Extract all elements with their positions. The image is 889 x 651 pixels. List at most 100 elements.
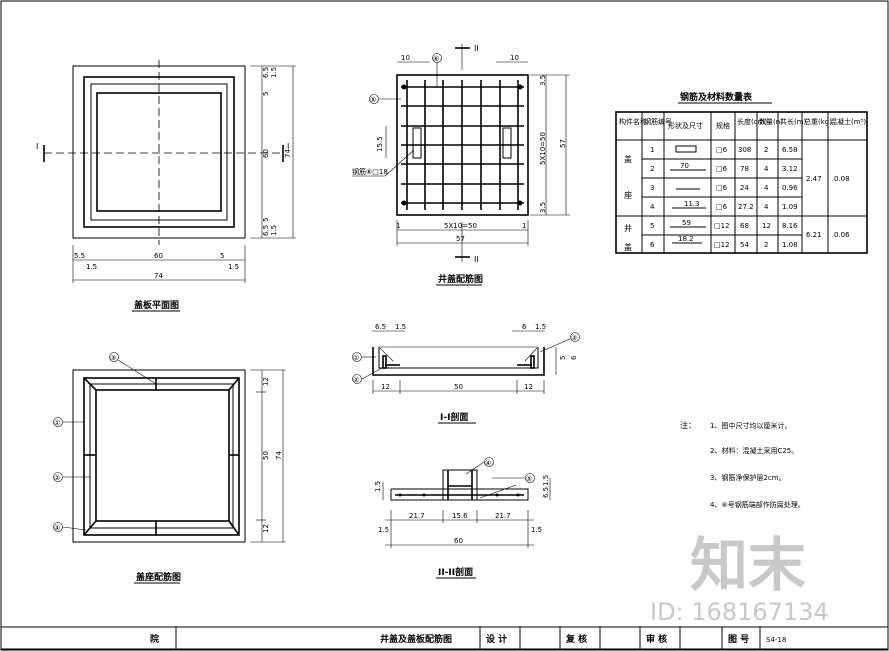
svg-text:1: 1 bbox=[396, 222, 400, 230]
svg-text:74: 74 bbox=[284, 149, 292, 158]
svg-text:数量(n): 数量(n) bbox=[759, 117, 783, 126]
svg-text:5X10=50: 5X10=50 bbox=[539, 132, 547, 165]
rebar-slab bbox=[396, 74, 529, 216]
svg-text:74: 74 bbox=[275, 451, 283, 460]
svg-text:6: 6 bbox=[650, 241, 655, 249]
svg-text:构件名称: 构件名称 bbox=[619, 117, 647, 126]
svg-text:1: 1 bbox=[650, 146, 654, 154]
sec2-title: II-II剖面 bbox=[438, 566, 473, 578]
table-row: 5 59 □12 68 12 8.16 bbox=[650, 219, 798, 230]
svg-text:钢筋编号: 钢筋编号 bbox=[644, 117, 672, 126]
svg-text:1.5: 1.5 bbox=[86, 263, 97, 271]
svg-text:308: 308 bbox=[738, 146, 751, 154]
rebar-title: 井盖配筋图 bbox=[438, 273, 483, 285]
svg-text:形状及尺寸: 形状及尺寸 bbox=[668, 121, 703, 130]
svg-text:2: 2 bbox=[650, 165, 654, 173]
svg-text:6.58: 6.58 bbox=[782, 146, 798, 154]
svg-text:1.5: 1.5 bbox=[378, 526, 389, 534]
svg-text:II: II bbox=[474, 44, 479, 53]
svg-text:共长(m): 共长(m) bbox=[780, 117, 807, 126]
svg-text:6: 6 bbox=[570, 355, 578, 360]
svg-text:57: 57 bbox=[559, 139, 567, 148]
svg-text:座: 座 bbox=[624, 190, 632, 200]
svg-text:③: ③ bbox=[110, 354, 116, 362]
svg-text:□12: □12 bbox=[714, 241, 730, 249]
svg-text:21.7: 21.7 bbox=[495, 512, 511, 520]
svg-text:12: 12 bbox=[262, 377, 270, 386]
svg-text:1.09: 1.09 bbox=[782, 203, 798, 211]
title-block: 院 井盖及盖板配筋图 设 计 复 核 审 核 图 号 S4-18 bbox=[0, 626, 889, 650]
svg-text:1.5: 1.5 bbox=[395, 323, 406, 331]
svg-text:6.5: 6.5 bbox=[542, 487, 550, 498]
plan-view: I I 6.5 5 1.5 60 74 6.5 5 1.5 5.5 1.5 60… bbox=[36, 60, 296, 312]
notes: 注： 1、图中尺寸均以厘米计。 2、材料：混凝土采用C25。 3、钢筋净保护层2… bbox=[680, 420, 805, 509]
svg-text:1.5: 1.5 bbox=[535, 323, 546, 331]
sec2-bubble-4 bbox=[484, 457, 494, 467]
watermark-id: ID: 168167134 bbox=[650, 598, 829, 626]
svg-text:68: 68 bbox=[740, 222, 749, 230]
table-row: 1 □6 308 2 6.58 bbox=[650, 145, 798, 154]
svg-text:2、材料：混凝土采用C25。: 2、材料：混凝土采用C25。 bbox=[710, 446, 798, 455]
svg-text:②: ② bbox=[54, 474, 60, 482]
svg-text:II: II bbox=[474, 255, 479, 264]
svg-text:8.16: 8.16 bbox=[782, 222, 798, 230]
svg-text:60: 60 bbox=[154, 252, 163, 260]
svg-text:长度(cm): 长度(cm) bbox=[737, 117, 767, 126]
svg-text:审 核: 审 核 bbox=[646, 633, 667, 645]
seat-bubble-1 bbox=[53, 417, 63, 427]
seat-bubble-2 bbox=[53, 472, 63, 482]
svg-text:21.7: 21.7 bbox=[409, 512, 425, 520]
svg-text:盖: 盖 bbox=[624, 154, 632, 164]
svg-text:②: ② bbox=[353, 376, 359, 384]
svg-text:5: 5 bbox=[650, 222, 654, 230]
notes-label: 注： bbox=[680, 420, 696, 430]
svg-text:1.5: 1.5 bbox=[228, 263, 239, 271]
svg-text:6.5: 6.5 bbox=[262, 67, 270, 78]
sec1-title: I-I剖面 bbox=[440, 411, 468, 423]
plan-title: 盖板平面图 bbox=[134, 299, 179, 311]
material-table: 钢筋及材料数量表 构件名称 钢筋编号 形状及尺寸 规格 长度(cm) 数量(n)… bbox=[615, 91, 868, 254]
svg-text:1.5: 1.5 bbox=[270, 67, 278, 78]
svg-text:1.5: 1.5 bbox=[270, 225, 278, 236]
svg-text:3、钢筋净保护层2cm。: 3、钢筋净保护层2cm。 bbox=[710, 473, 786, 482]
table-row: 6 18.2 □12 54 2 1.08 bbox=[650, 235, 798, 249]
svg-text:复 核: 复 核 bbox=[565, 633, 587, 645]
svg-text:设 计: 设 计 bbox=[486, 633, 507, 645]
svg-text:60: 60 bbox=[454, 537, 463, 545]
svg-text:0.08: 0.08 bbox=[834, 175, 850, 183]
svg-text:12: 12 bbox=[262, 524, 270, 533]
svg-text:4: 4 bbox=[650, 203, 655, 211]
svg-text:10: 10 bbox=[401, 54, 410, 62]
svg-text:74: 74 bbox=[154, 272, 163, 280]
svg-text:12: 12 bbox=[381, 383, 390, 391]
seat-bubble-4 bbox=[53, 522, 63, 532]
plan-section-mark-r: I bbox=[287, 142, 289, 151]
svg-text:78: 78 bbox=[740, 165, 749, 173]
watermark: 知末 ID: 168167134 bbox=[650, 531, 829, 626]
sec1-bubble-2 bbox=[352, 374, 362, 384]
svg-text:5X10=50: 5X10=50 bbox=[444, 222, 477, 230]
svg-text:5: 5 bbox=[559, 356, 567, 360]
section-1: 6.5 1.5 6 1.5 12 50 12 5 6 ① ② ③ I-I剖面 bbox=[352, 323, 580, 424]
svg-text:24: 24 bbox=[740, 184, 749, 192]
svg-text:10: 10 bbox=[510, 54, 519, 62]
svg-text:□6: □6 bbox=[716, 203, 728, 211]
svg-text:0.96: 0.96 bbox=[782, 184, 798, 192]
svg-text:5.5: 5.5 bbox=[74, 252, 85, 260]
svg-text:15.6: 15.6 bbox=[452, 512, 468, 520]
svg-text:盖: 盖 bbox=[624, 242, 632, 252]
svg-text:27.2: 27.2 bbox=[738, 203, 754, 211]
svg-text:□6: □6 bbox=[716, 184, 728, 192]
svg-text:④: ④ bbox=[54, 524, 60, 532]
svg-text:4: 4 bbox=[764, 203, 769, 211]
rebar-callout: 钢筋⑧□18 bbox=[352, 167, 388, 176]
table-title: 钢筋及材料数量表 bbox=[680, 91, 753, 103]
svg-text:院: 院 bbox=[150, 633, 159, 645]
svg-text:50: 50 bbox=[262, 451, 270, 460]
svg-text:12: 12 bbox=[524, 383, 533, 391]
seat-view: ③ ① ② ④ 12 50 12 74 盖座配筋图 bbox=[53, 352, 286, 584]
svg-text:①: ① bbox=[353, 354, 359, 362]
svg-text:□12: □12 bbox=[714, 222, 730, 230]
svg-text:④: ④ bbox=[485, 459, 491, 467]
